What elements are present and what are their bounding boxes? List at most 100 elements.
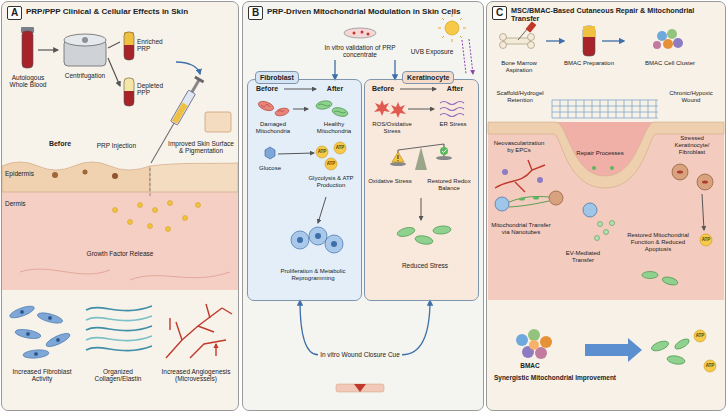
fibroblast-panel-art (331, 241, 337, 247)
label: Increased Fibroblast Activity (6, 368, 78, 383)
wound-tissue (610, 166, 614, 170)
bmac-workflow (667, 29, 677, 39)
synergy-figure (516, 334, 528, 346)
bmac-workflow (500, 34, 507, 41)
label: Dermis (5, 200, 45, 207)
blood-processing (21, 27, 200, 106)
bmac-workflow (500, 42, 507, 49)
skin-section (83, 170, 88, 175)
label: Reduced Stress (395, 262, 455, 269)
keratinocyte-panel-art (414, 234, 433, 245)
node-text: In vitro Wound Closure Cue (319, 351, 401, 358)
wound-tissue (583, 203, 597, 217)
panel-grounds (365, 80, 478, 300)
bmac-workflow (518, 28, 528, 40)
growth-factors (153, 208, 158, 213)
label: BMAC Cell Cluster (638, 60, 702, 67)
blood-processing (108, 42, 120, 86)
label: BMAC (515, 362, 545, 369)
keratinocyte-panel-art (396, 226, 415, 238)
wound-tissue (495, 197, 509, 211)
keratinocyte-panel-art (421, 198, 422, 220)
wound-tissue (488, 100, 724, 300)
growth-factors (128, 220, 133, 225)
fibroblast-panel-art (318, 104, 346, 113)
blood-processing (38, 49, 58, 50)
blood-processing (124, 78, 134, 106)
panel-title: MSC/BMAC-Based Cutaneous Repair & Mitoch… (511, 7, 719, 24)
bmac-workflow (500, 21, 684, 56)
keratinocyte-panel-art (408, 109, 434, 110)
bmac-workflow (657, 31, 667, 41)
blood-processing (124, 78, 134, 106)
blood-processing (82, 37, 88, 43)
fibroblast-cells (8, 304, 71, 359)
panel: BPRP-Driven Mitochondrial Modulation in … (243, 2, 483, 410)
skin-section (205, 112, 231, 132)
blood-processing (22, 31, 33, 68)
bmac-workflow (602, 40, 624, 41)
keratinocyte-panel-art (398, 155, 399, 159)
growth-factors (138, 203, 143, 208)
growth-factors (148, 224, 153, 229)
label: Autologous Whole Blood (2, 74, 54, 89)
growth-factors (183, 216, 188, 221)
panel-letter: C (492, 6, 507, 20)
atp-label: ATP (702, 363, 718, 368)
fibroblast-cells (8, 304, 35, 320)
uvb-and-dish (353, 32, 356, 35)
keratinocyte-panel-art (433, 225, 452, 235)
uvb-and-dish (445, 21, 459, 35)
fibroblast-cells (34, 352, 38, 356)
panel: APRP/PPP Clinical & Cellular Effects in … (2, 2, 238, 410)
connector-arrow (334, 60, 335, 80)
synergy-figure (540, 336, 552, 348)
label: Before (252, 85, 282, 93)
atp-label: ATP (323, 161, 339, 166)
label: Centrifugation (58, 72, 112, 79)
blood-processing (124, 32, 134, 60)
uvb-and-dish (438, 14, 466, 42)
wound-tissue (697, 174, 713, 190)
label: After (320, 85, 350, 93)
microvessels (166, 304, 232, 358)
synergy-figure (585, 338, 642, 362)
growth-factors (113, 208, 118, 213)
atp-label: ATP (698, 237, 714, 242)
keratinocyte-panel-art (374, 100, 390, 116)
bmac-workflow (504, 38, 530, 44)
skin-section (52, 172, 58, 178)
fibroblast-cells (48, 316, 52, 320)
wound-tissue (519, 198, 525, 201)
label: Growth Factor Release (80, 250, 160, 257)
text-node: In vitro validation of PRP concentrate (318, 43, 402, 60)
microvessels (170, 318, 216, 356)
blood-processing (124, 32, 134, 45)
growth-factors (113, 201, 201, 232)
collagen-fibers (86, 336, 152, 341)
keratinocyte-panel-art (440, 102, 464, 117)
synergy-figure (666, 354, 685, 365)
bmac-workflow (673, 38, 683, 48)
label: Scaffold/Hydrogel Retention (490, 90, 550, 104)
wound-tissue (537, 177, 543, 183)
cell-box: Fibroblast (248, 80, 361, 300)
fibroblast-panel-art (297, 237, 303, 243)
label: EV-Mediated Transfer (556, 250, 610, 264)
label: Synergistic Mitochondrial Improvement (493, 374, 617, 381)
keratinocyte-panel-art (442, 150, 447, 153)
fibroblast-panel-art (257, 100, 275, 113)
skin-section (150, 168, 151, 196)
syringe-icon (171, 90, 196, 125)
wound-tissue (677, 171, 683, 174)
wound-icon (336, 384, 384, 392)
collagen-fibers (86, 326, 152, 331)
fibroblast-panel-art (318, 197, 326, 223)
text-node: In vitro Wound Closure Cue (318, 350, 402, 359)
label: ER Stress (432, 121, 474, 128)
label: Depleted PPP (137, 82, 177, 97)
atp-label: ATP (314, 149, 330, 154)
wound-tissue (488, 122, 724, 300)
